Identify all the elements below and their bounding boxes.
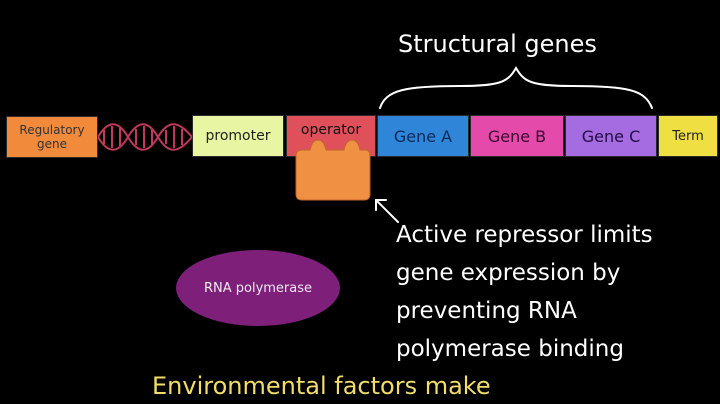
gene-b-box: Gene B <box>470 115 564 157</box>
promoter-box: promoter <box>192 115 284 157</box>
promoter-label: promoter <box>205 128 271 144</box>
gene-c-box: Gene C <box>565 115 657 157</box>
gene-c-label: Gene C <box>581 126 641 146</box>
repressor-annotation: Active repressor limits gene expression … <box>396 216 716 368</box>
gene-a-label: Gene A <box>393 126 453 146</box>
environmental-factors-text: Environmental factors make <box>152 372 491 400</box>
regulatory-gene-label-line1: Regulatory <box>19 122 85 137</box>
structural-genes-label: Structural genes <box>398 30 597 58</box>
repressor-protein <box>295 139 371 201</box>
arrow-to-repressor <box>375 199 399 223</box>
annotation-line: polymerase binding <box>396 336 624 362</box>
annotation-line: Active repressor limits <box>396 222 653 248</box>
gene-a-box: Gene A <box>377 115 469 157</box>
operator-label: operator <box>300 122 362 138</box>
regulatory-gene-label-line2: gene <box>37 137 67 151</box>
regulatory-gene-box: Regulatory gene <box>6 116 98 158</box>
terminator-label: Term <box>672 128 704 144</box>
structural-genes-brace <box>379 65 653 109</box>
rna-polymerase-label: RNA polymerase <box>203 280 313 296</box>
terminator-box: Term <box>658 115 718 157</box>
gene-b-label: Gene B <box>487 126 547 146</box>
rna-polymerase: RNA polymerase <box>176 250 340 326</box>
annotation-line: gene expression by <box>396 260 621 286</box>
dna-helix <box>97 123 193 151</box>
annotation-line: preventing RNA <box>396 298 577 324</box>
